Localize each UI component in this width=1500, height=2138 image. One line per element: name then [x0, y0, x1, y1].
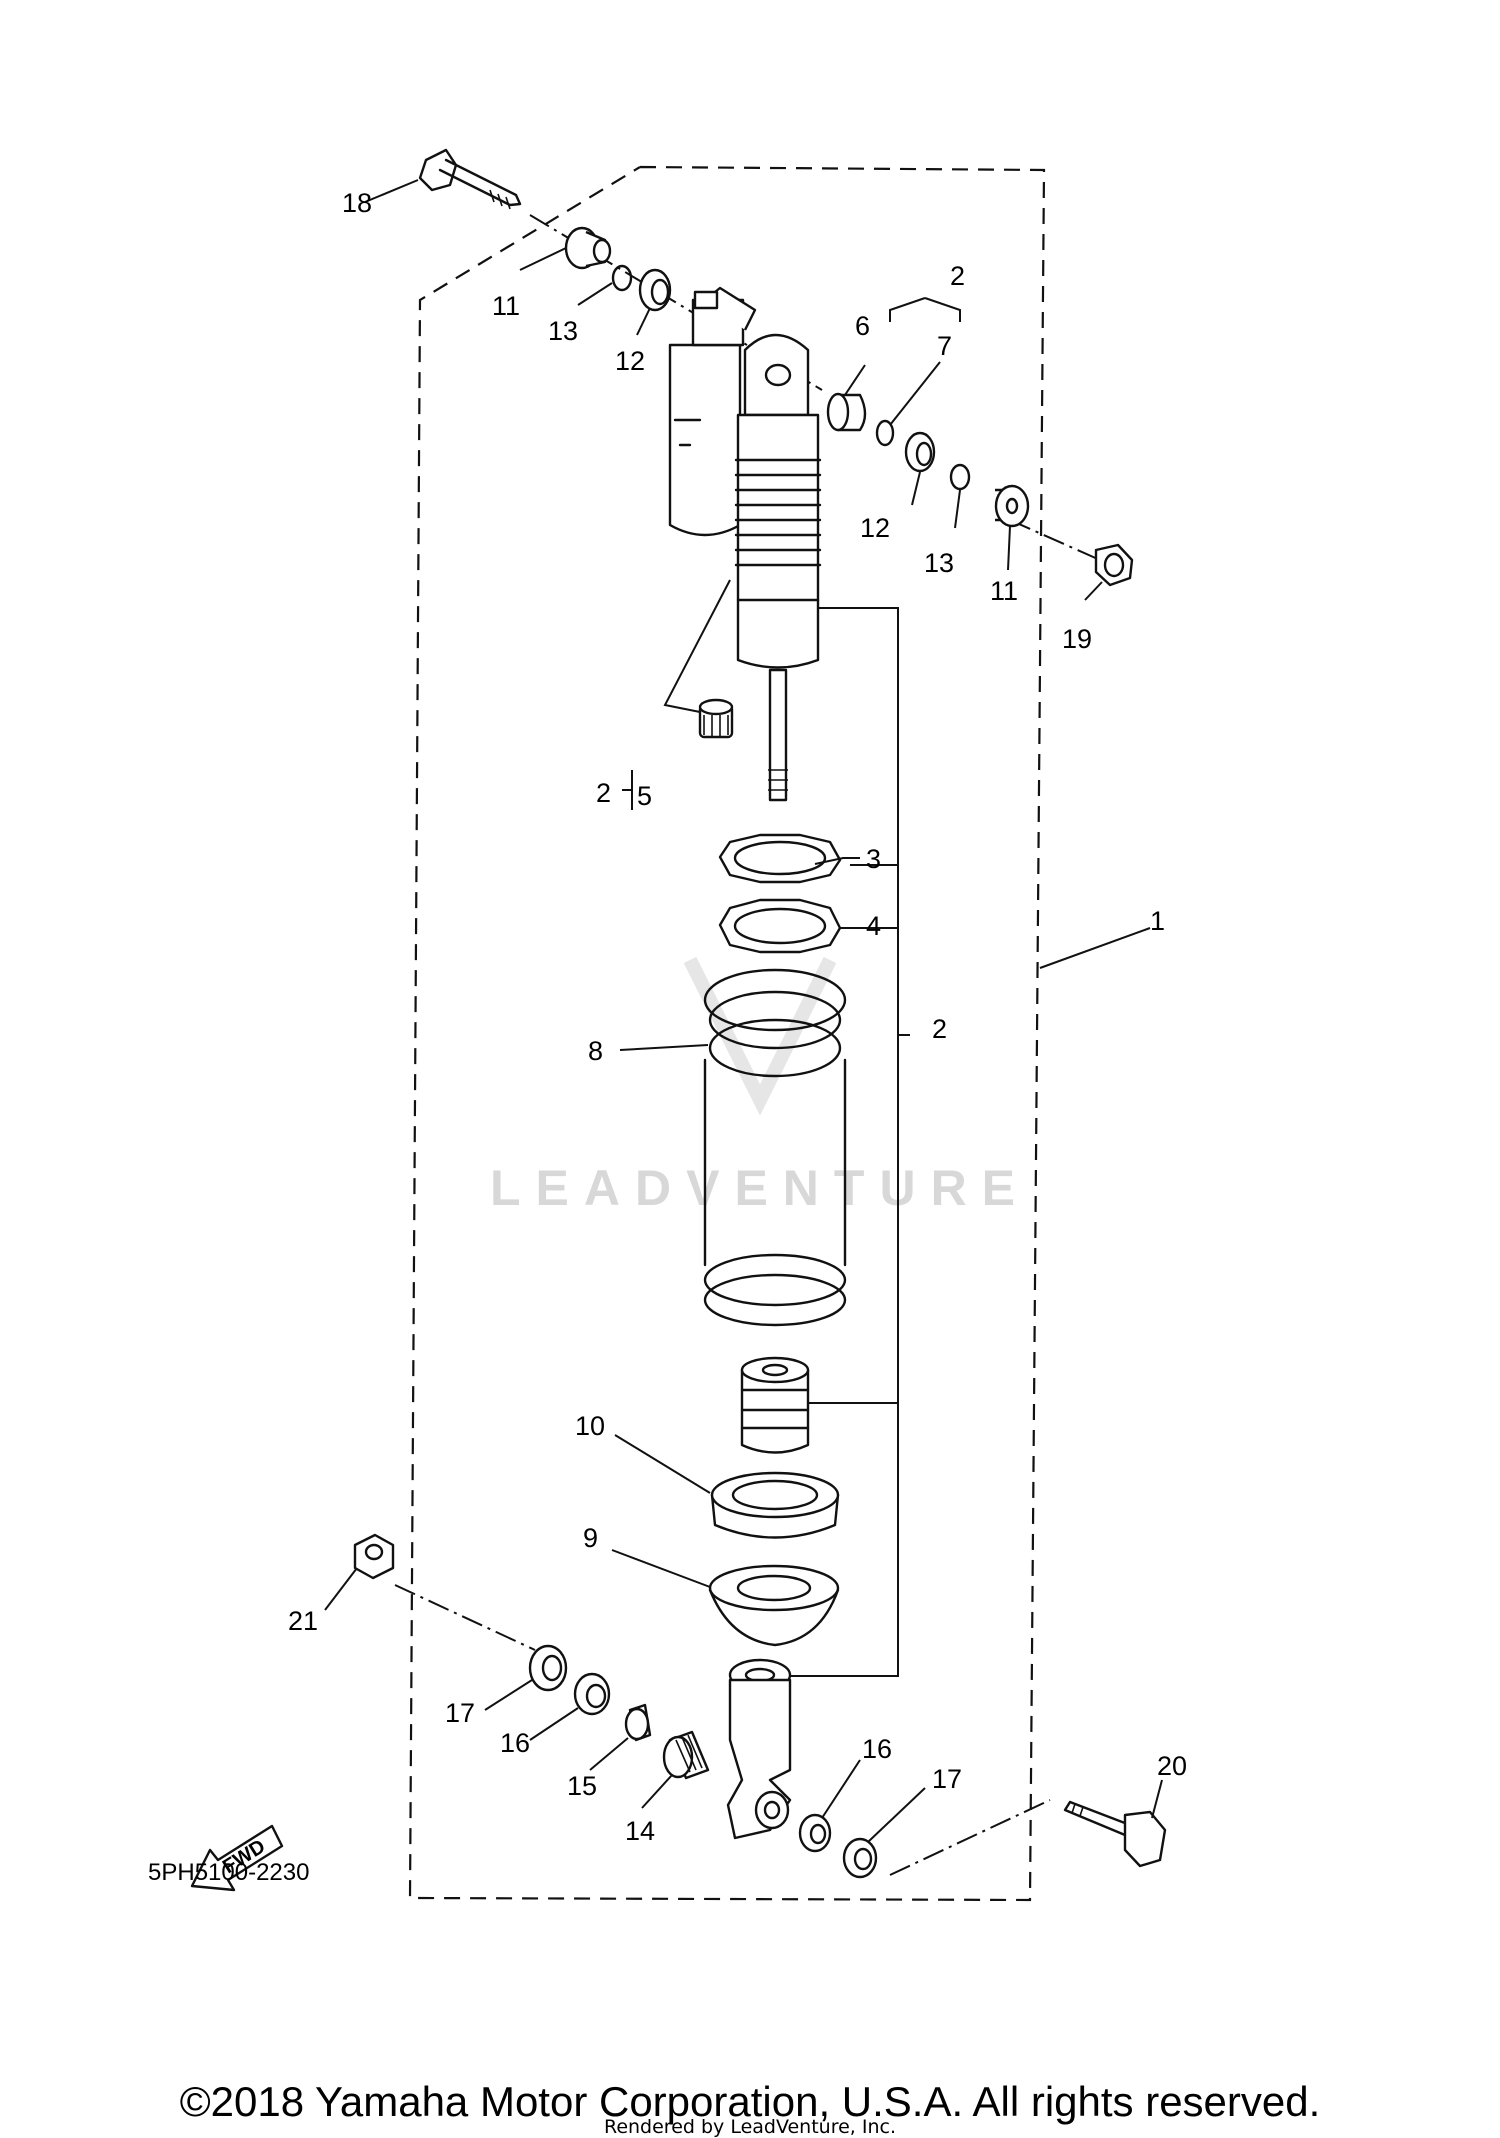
assembly-2-bracket: [760, 607, 910, 1677]
callout-6: 6: [855, 311, 870, 341]
watermark-text: LEADVENTURE: [490, 1160, 1030, 1216]
diagram-code: 5PH5100-2230: [148, 1859, 309, 1886]
callout-labels: 1 2 2 2 3 4 5 6 7 8 9 10 11 11 12 12 13 …: [288, 188, 1187, 1846]
washer-17-right: [842, 1837, 878, 1879]
spring-guide-9: [708, 1564, 840, 1647]
callout-2-top: 2: [950, 261, 965, 291]
watermark: LEADVENTURE: [490, 956, 1030, 1216]
shock-absorber: [668, 286, 822, 802]
axis-line-top-right: [1009, 519, 1101, 561]
valve-5: [698, 698, 734, 739]
collar-11-right: [994, 484, 1030, 528]
callout-19: 19: [1062, 624, 1092, 654]
callout-5: 5: [637, 781, 652, 811]
callout-17-right: 17: [932, 1764, 962, 1794]
callout-3: 3: [866, 844, 881, 874]
callout-8: 8: [588, 1036, 603, 1066]
bolt-18: [418, 148, 522, 210]
leader-lines: [324, 179, 1163, 1843]
oring-13-right: [949, 463, 971, 491]
spring-seat-10: [710, 1471, 840, 1539]
callout-12-right: 12: [860, 513, 890, 543]
callout-1: 1: [1150, 906, 1165, 936]
callout-13-right: 13: [924, 548, 954, 578]
bushing-12-left: [638, 268, 672, 312]
seal-16-right: [798, 1813, 832, 1853]
adjuster-4: [718, 898, 842, 954]
nut-21: [353, 1533, 395, 1580]
leader-5: [663, 579, 731, 713]
bump-stop: [740, 1356, 810, 1454]
callout-10: 10: [575, 1411, 605, 1441]
callout-16-right: 16: [862, 1734, 892, 1764]
callout-9: 9: [583, 1523, 598, 1553]
callout-21: 21: [288, 1606, 318, 1636]
lower-clevis: [726, 1658, 792, 1840]
callout-4: 4: [866, 911, 881, 941]
rendered-by-notice: Rendered by LeadVenture, Inc.: [603, 2116, 897, 2138]
washer-17-left: [528, 1644, 568, 1692]
callout-18: 18: [342, 188, 372, 218]
locknut-3: [718, 833, 842, 884]
nut-19: [1094, 543, 1134, 587]
bushing-12-right: [904, 431, 936, 473]
callout-15: 15: [567, 1771, 597, 1801]
callout-2-left: 2: [596, 778, 611, 808]
callout-12-left: 12: [615, 346, 645, 376]
assembly-boundary: [408, 165, 1046, 1902]
bearing-14: [662, 1730, 710, 1780]
copyright-notice: ©2018 Yamaha Motor Corporation, U.S.A. A…: [179, 2078, 1321, 2125]
oring-7: [875, 419, 895, 447]
callout-16-left: 16: [500, 1728, 530, 1758]
axis-line-lower-left: [394, 1584, 536, 1651]
bolt-20: [1063, 1800, 1167, 1868]
callout-7: 7: [937, 331, 952, 361]
axis-line-lower-right: [889, 1799, 1051, 1876]
callout-2-bracket: 2: [932, 1014, 947, 1044]
collar-15: [624, 1703, 652, 1742]
callout-11-left: 11: [492, 291, 520, 321]
collar-11-left: [564, 226, 612, 270]
callout-17-left: 17: [445, 1698, 475, 1728]
callout-11-right: 11: [990, 576, 1018, 606]
oring-13-left: [611, 264, 633, 292]
callout-13-left: 13: [548, 316, 578, 346]
callout-20: 20: [1157, 1751, 1187, 1781]
collar-6: [826, 392, 867, 432]
spring-8: [703, 968, 847, 1327]
seal-16-left: [573, 1672, 611, 1716]
callout-14: 14: [625, 1816, 655, 1846]
